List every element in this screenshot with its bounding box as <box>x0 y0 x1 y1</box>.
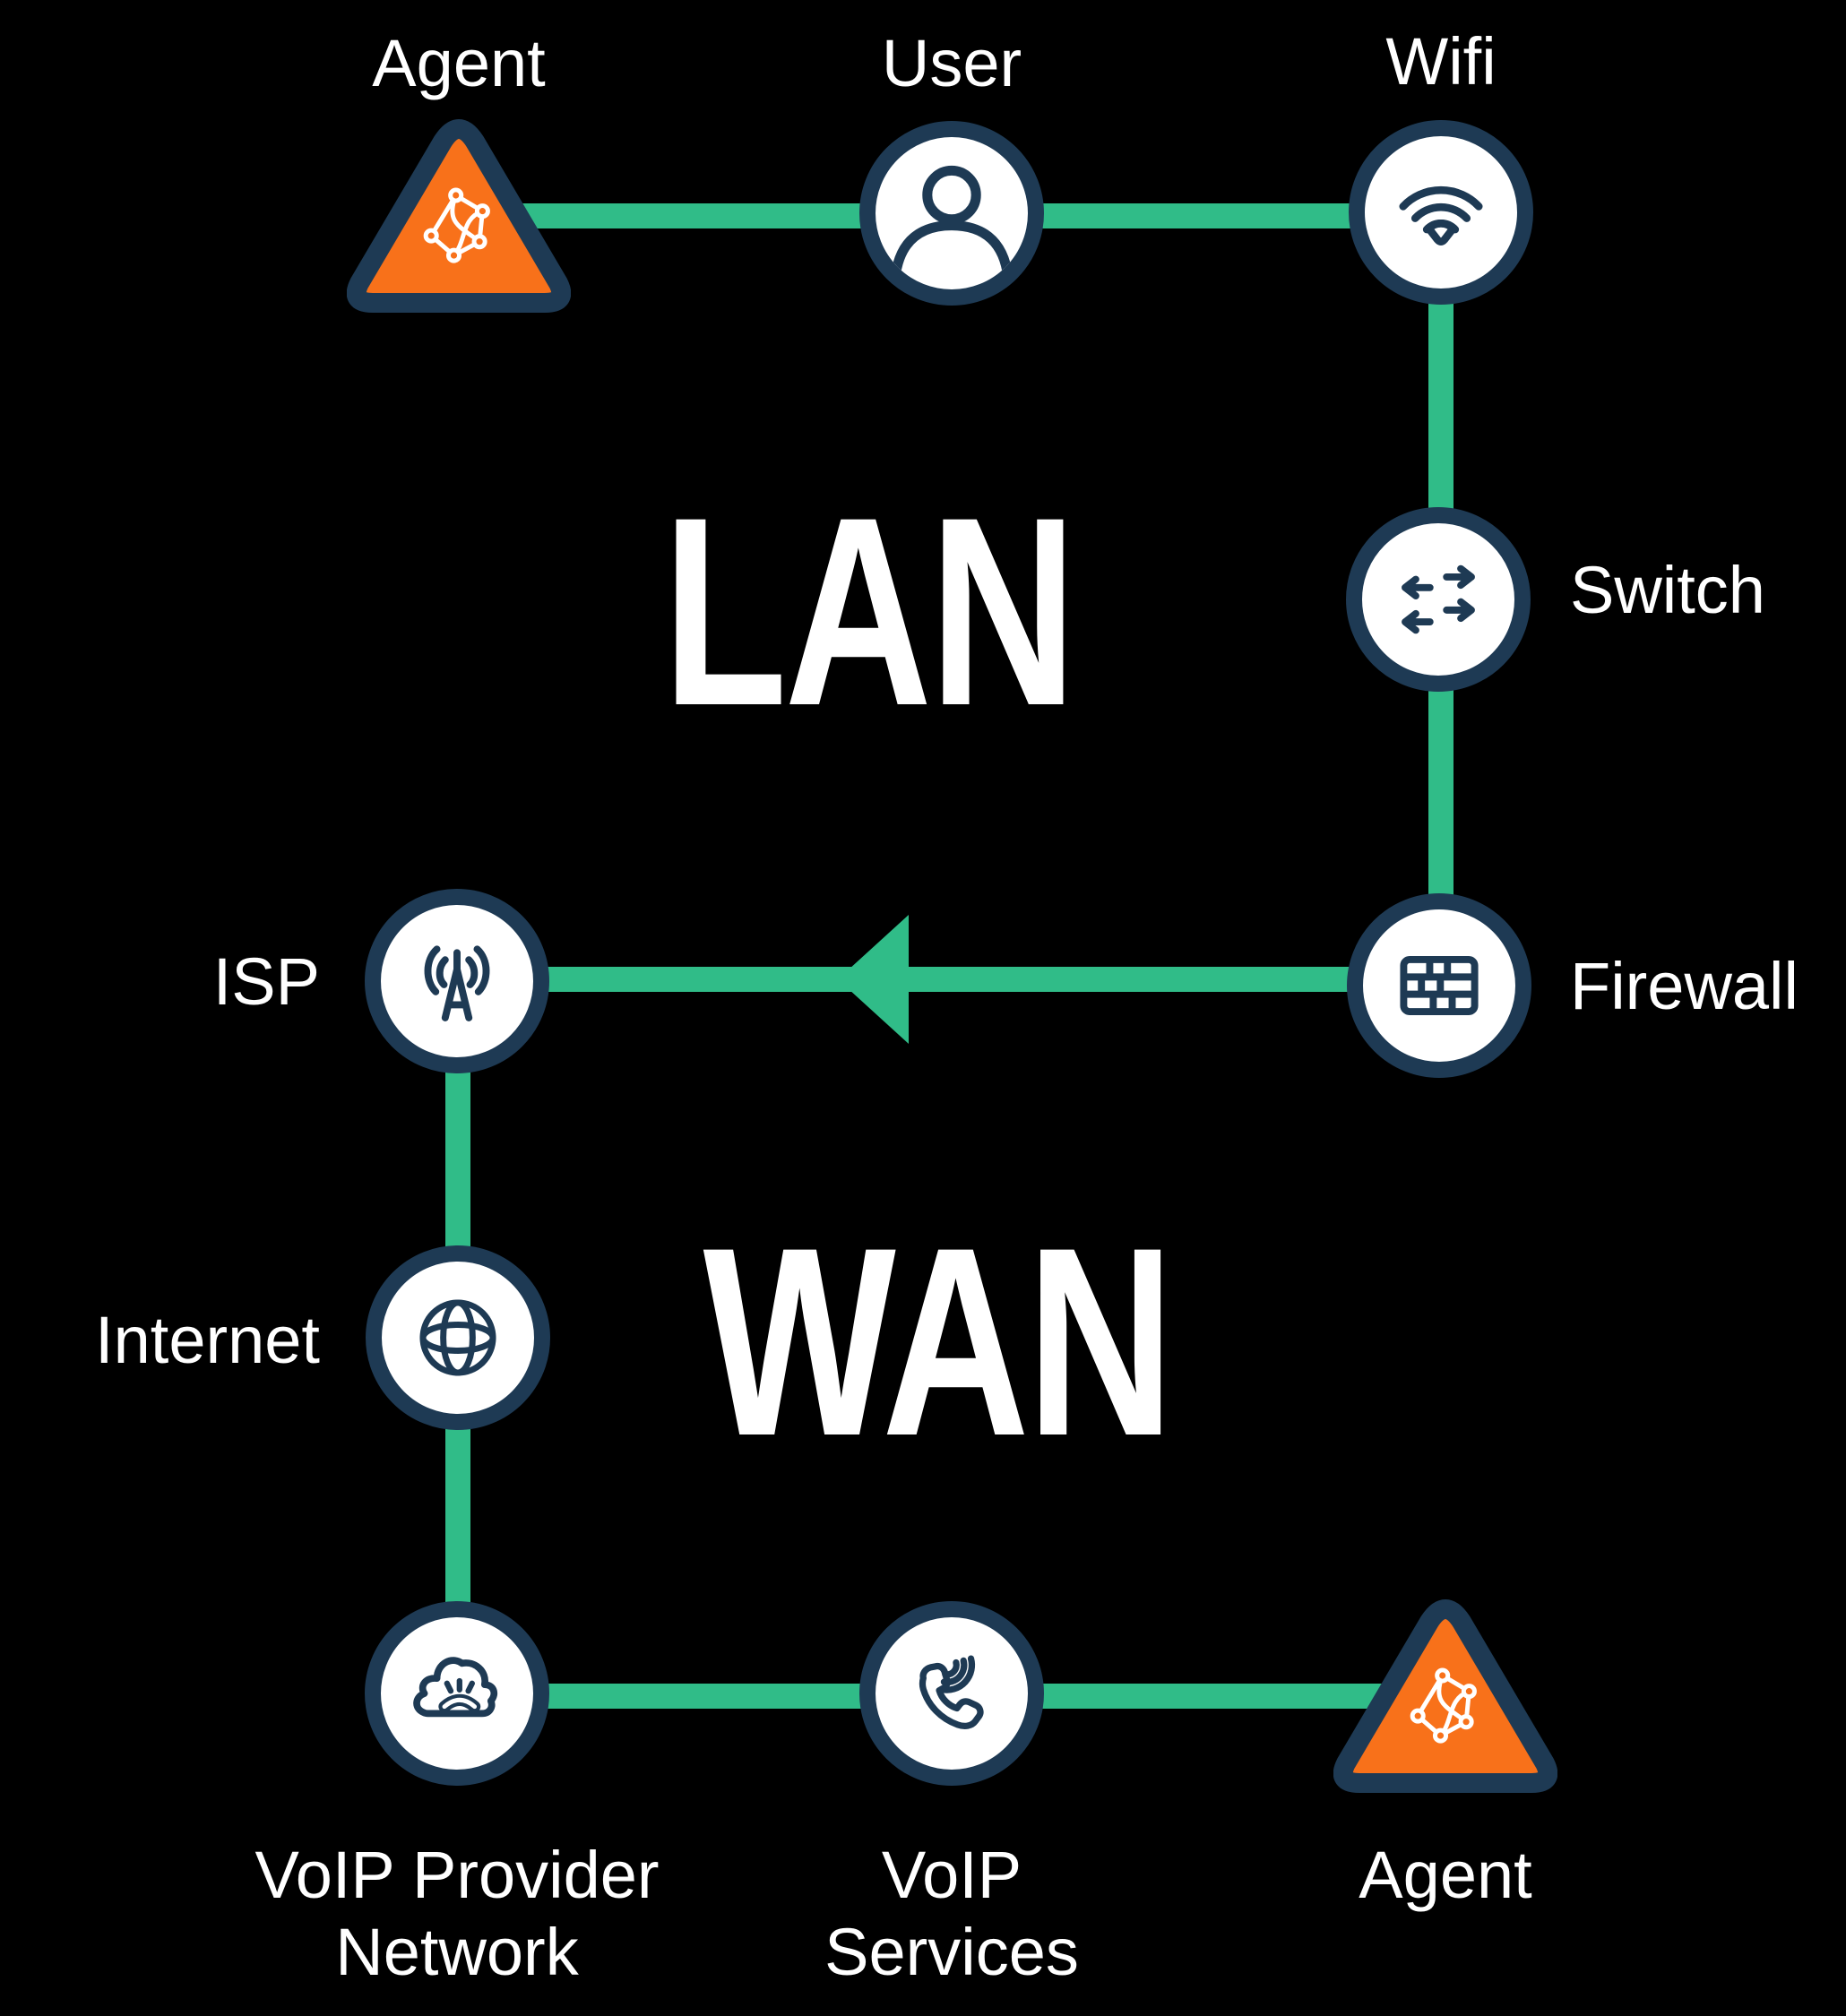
node-internet <box>366 1245 550 1430</box>
globe-icon <box>419 1299 496 1376</box>
antenna-icon <box>424 945 490 1021</box>
label-voip-services: VoIP Services <box>824 1838 1079 1989</box>
node-wifi <box>1349 120 1533 305</box>
node-switch <box>1346 507 1531 692</box>
label-agent-top: Agent <box>372 26 546 100</box>
label-isp: ISP <box>212 944 320 1019</box>
node-agent-top <box>347 106 571 314</box>
label-wifi: Wifi <box>1385 24 1497 99</box>
label-switch: Switch <box>1570 553 1765 627</box>
network-graph-icon <box>347 119 571 313</box>
user-icon <box>890 165 1014 279</box>
node-isp <box>365 889 549 1073</box>
label-internet: Internet <box>95 1303 320 1377</box>
zone-title-wan: WAN <box>703 1191 1175 1492</box>
switch-arrows-icon <box>1402 564 1475 634</box>
wifi-icon <box>1399 185 1483 246</box>
label-firewall: Firewall <box>1570 949 1799 1023</box>
node-user <box>859 121 1044 306</box>
node-agent-bottom <box>1333 1586 1557 1794</box>
label-voip-provider: VoIP Provider Network <box>254 1838 660 1989</box>
phone-waves-icon <box>919 1655 984 1729</box>
label-agent-bottom: Agent <box>1359 1838 1532 1912</box>
zone-title-lan: LAN <box>662 461 1077 762</box>
flow-arrowhead-left <box>838 915 909 1044</box>
node-voip-provider <box>365 1601 549 1786</box>
cloud-phone-icon <box>413 1657 498 1718</box>
brick-wall-icon <box>1400 956 1479 1015</box>
node-voip-services <box>859 1601 1044 1786</box>
node-firewall <box>1347 893 1531 1078</box>
network-graph-icon <box>1333 1599 1557 1793</box>
label-user: User <box>881 26 1022 100</box>
